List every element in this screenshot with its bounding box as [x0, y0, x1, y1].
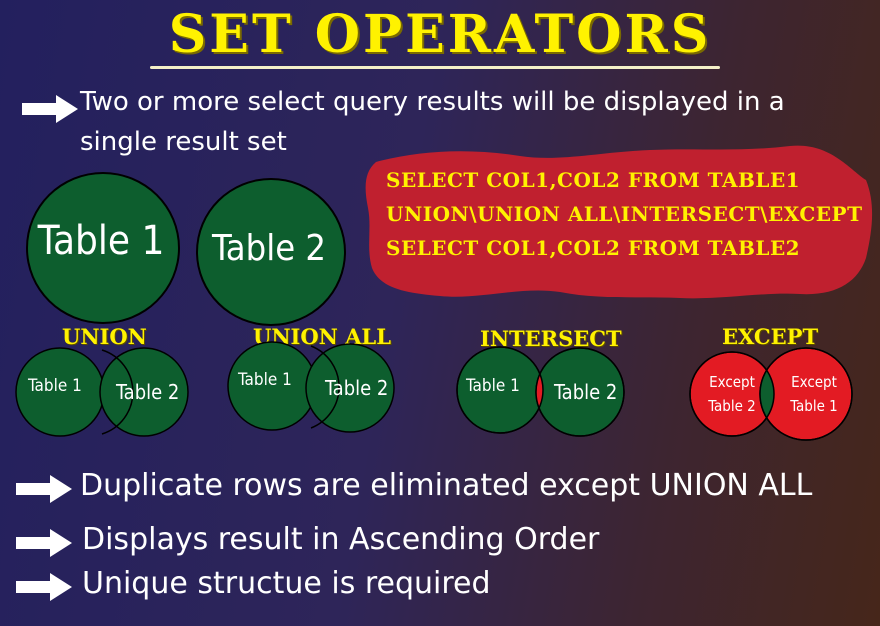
- unionall-left-label: Table 1: [238, 370, 292, 390]
- table2-label: Table 2: [211, 228, 327, 269]
- union-left-label: Table 1: [28, 376, 82, 396]
- except-right-label: Except Table 1: [790, 373, 838, 415]
- table1-circle: [26, 172, 180, 324]
- op-union-title: UNION: [62, 324, 147, 349]
- arrow-right-icon: [16, 475, 72, 503]
- page-title: SET OPERATORS: [168, 4, 712, 65]
- intersect-right-label: Table 2: [554, 380, 618, 404]
- sql-line-1: SELECT COL1,COL2 FROM TABLE1: [386, 168, 801, 192]
- arrow-right-icon: [16, 573, 72, 601]
- unionall-right-label: Table 2: [325, 376, 389, 400]
- bullet-structure: Unique structue is required: [82, 566, 491, 601]
- table2-circle: [196, 178, 346, 326]
- title-underline: [150, 66, 720, 69]
- except-left-label: Except Table 2: [708, 373, 756, 415]
- bullet-duplicates: Duplicate rows are eliminated except UNI…: [80, 468, 813, 503]
- arrow-right-icon: [22, 95, 78, 123]
- bullet-ascending: Displays result in Ascending Order: [82, 522, 600, 557]
- sql-line-2: UNION\UNION ALL\INTERSECT\EXCEPT: [386, 202, 863, 226]
- arrow-right-icon: [16, 529, 72, 557]
- op-except-title: EXCEPT: [722, 324, 819, 349]
- table1-label: Table 1: [37, 218, 165, 264]
- sql-line-3: SELECT COL1,COL2 FROM TABLE2: [386, 236, 801, 260]
- intersect-left-label: Table 1: [466, 376, 520, 396]
- union-right-label: Table 2: [116, 380, 180, 404]
- intro-text: Two or more select query results will be…: [80, 87, 785, 157]
